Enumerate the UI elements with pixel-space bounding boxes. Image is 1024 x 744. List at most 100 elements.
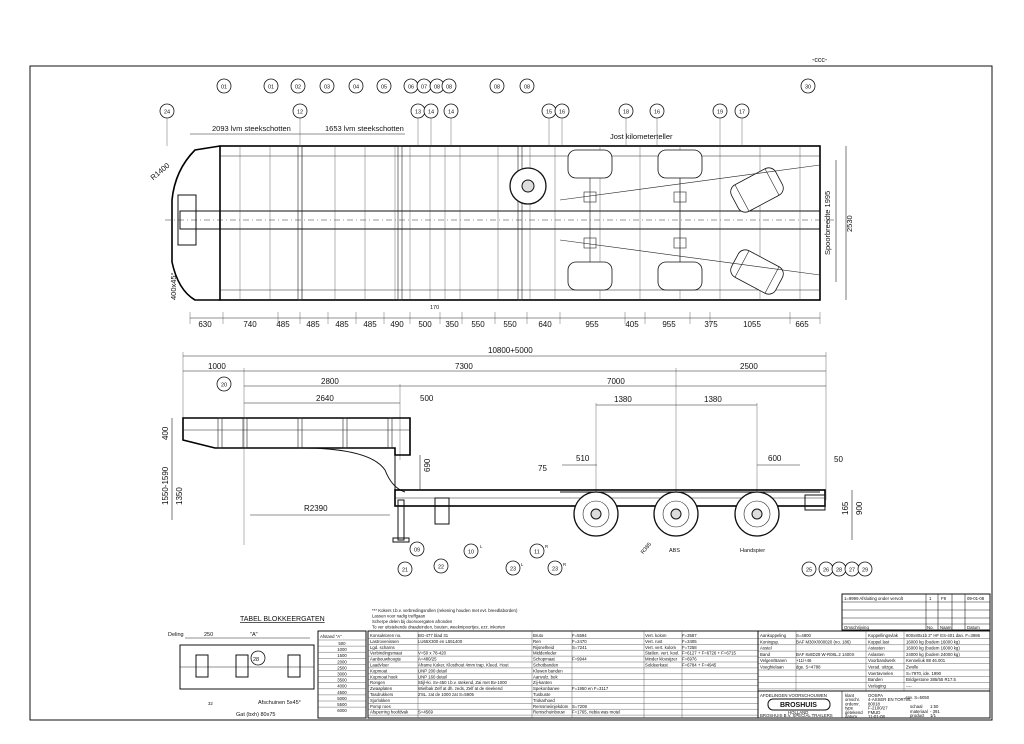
spec-cell: Schopmaat [533, 657, 556, 662]
title-field-label: getekend [845, 710, 863, 715]
tech-cell: Astasten [868, 646, 885, 651]
plan-width: 2530 [845, 215, 854, 232]
plan-steer-tyre-bottom [730, 249, 784, 295]
title-field-label: schaal [910, 704, 922, 709]
plan-frame-outline [219, 145, 821, 301]
blok-hole [235, 654, 249, 678]
spec-cell: Vert. vert. kolom [645, 645, 676, 650]
top-balloon-num: 01 [268, 85, 274, 91]
blokkeergaten-detail: TABEL BLOKKEERGATEN Deling 250 "A" 28 Af… [168, 616, 367, 719]
spec-cell: LU65X300 en L551400 [418, 639, 463, 644]
tech-cell: dge. S=4788 [796, 665, 821, 670]
top-mark: -ccc- [812, 57, 828, 64]
tech-cell: Verlaging [868, 683, 887, 688]
company-address: BROSHUIS B.V. SPECIAL TRAILERS [760, 713, 833, 718]
plan-balloon: 16 [649, 103, 665, 119]
plan-dim-value: 550 [503, 320, 517, 329]
plan-track: Spoorbreedte 1995 [823, 191, 832, 255]
plan-steer-tyre-top [730, 167, 784, 213]
spec-cell: F=3405 [682, 639, 697, 644]
note-line: Lassen voor nadig treffgaan [372, 614, 426, 619]
side-d510: 510 [576, 454, 590, 463]
spec-cell: V=50 x 78-420 [418, 651, 447, 656]
spec-cell: Pomp roes [370, 704, 391, 709]
plan-balloon-num: 18 [623, 110, 629, 116]
side-radius: R2390 [304, 504, 328, 513]
spec-cell: S=4569 [418, 710, 434, 715]
spec-cell: F=6784 + F=4945 [682, 663, 717, 668]
tech-cell: Asstel [760, 646, 772, 651]
spec-cell: Aframe Koker, Klosthout 4mm trap. Kleed.… [418, 663, 509, 668]
sheet-border [29, 65, 993, 721]
top-balloon: 08 [489, 78, 505, 94]
side-balloon: 11 [529, 543, 545, 559]
side-d500: 500 [420, 394, 434, 403]
plan-dim-value: 740 [243, 320, 257, 329]
spec-cell: F=6976 [682, 657, 697, 662]
side-d1380b: 1380 [704, 395, 722, 404]
plan-note-left: 2093 lvm steekschotten [212, 124, 291, 133]
side-d600: 600 [768, 454, 782, 463]
spec-cell: Middenleder [533, 651, 557, 656]
side-balloon: 10 [463, 543, 479, 559]
blok-afstand-value: 4500 [337, 690, 347, 695]
side-d50: 50 [834, 455, 843, 464]
plan-dim-value: 550 [471, 320, 485, 329]
spec-cell: UNP 160 detail [418, 674, 447, 679]
top-balloon-num: 04 [353, 85, 359, 91]
plan-dim-value: 665 [795, 320, 809, 329]
spec-cell: F=6127 + F=6726 + F=6715 [682, 651, 736, 656]
plan-dim-value: 375 [704, 320, 718, 329]
title-field-label: materiaal [910, 709, 928, 714]
side-rear-light [804, 494, 826, 511]
blok-title: TABEL BLOKKEERGATEN [240, 616, 325, 623]
top-balloon: 04 [348, 78, 364, 94]
revision-header-no: No. [927, 625, 934, 630]
side-handspier: Handspier [740, 548, 765, 554]
spec-cell: Kluwen banden [533, 668, 563, 673]
top-balloon-num: 05 [381, 85, 387, 91]
side-d1380a: 1380 [614, 395, 632, 404]
plan-dim-value: 630 [198, 320, 212, 329]
spec-cell: Rijsnelheid [533, 645, 555, 650]
blok-afstand-value: 4000 [337, 684, 347, 689]
plan-balloon-num: 16 [654, 110, 660, 116]
tech-cell: Voorbandwerk [868, 658, 896, 663]
top-balloon-num: 08 [494, 85, 500, 91]
top-balloon: 30 [800, 78, 816, 94]
side-balloon-num: 28 [836, 568, 842, 574]
tech-cell: +11/+46 [796, 658, 812, 663]
tech-cell: Band [760, 652, 771, 657]
spec-cell: Vert. rust [645, 639, 663, 644]
side-suffix-r: R [545, 544, 548, 549]
blok-deling-value: 250 [204, 632, 213, 638]
tech-cell: 16000 kg (bodem 16000 kg) [906, 639, 960, 644]
tech-cell: Bridgestone 385/55 R17.5 [906, 677, 957, 682]
side-balloon-num: 20 [221, 383, 227, 389]
revision-date: 09-01-08 [967, 596, 985, 601]
side-d690: 690 [423, 458, 432, 472]
side-balloon: 28 [831, 561, 847, 577]
revision-desc: Omschrijving [844, 625, 869, 630]
blok-afstand-value: 1500 [337, 653, 347, 658]
plan-balloon: 13 [410, 103, 426, 119]
title-field-label: type [845, 706, 854, 711]
plan-dim-value: 490 [390, 320, 404, 329]
side-extension-lines [182, 352, 827, 545]
blok-afstand-value: 2000 [337, 659, 347, 664]
general-notes: *** Kokers t.b.v. verbredingsrollen (rek… [372, 608, 518, 630]
brand-name: BROSHUIS [780, 702, 817, 709]
side-balloon-num: 09 [414, 548, 420, 554]
spec-cell: F=3587 [682, 633, 697, 638]
spec-cell: Bruto [533, 633, 544, 638]
plan-balloon: 16 [554, 103, 570, 119]
side-r385: R385 [640, 542, 653, 556]
spec-cell: Soldeerkast [645, 663, 668, 668]
title-field-value: 1/1 [930, 713, 937, 718]
blok-afschuinen: Afschuinen 5x45° [258, 700, 301, 706]
plan-balloon: 19 [712, 103, 728, 119]
